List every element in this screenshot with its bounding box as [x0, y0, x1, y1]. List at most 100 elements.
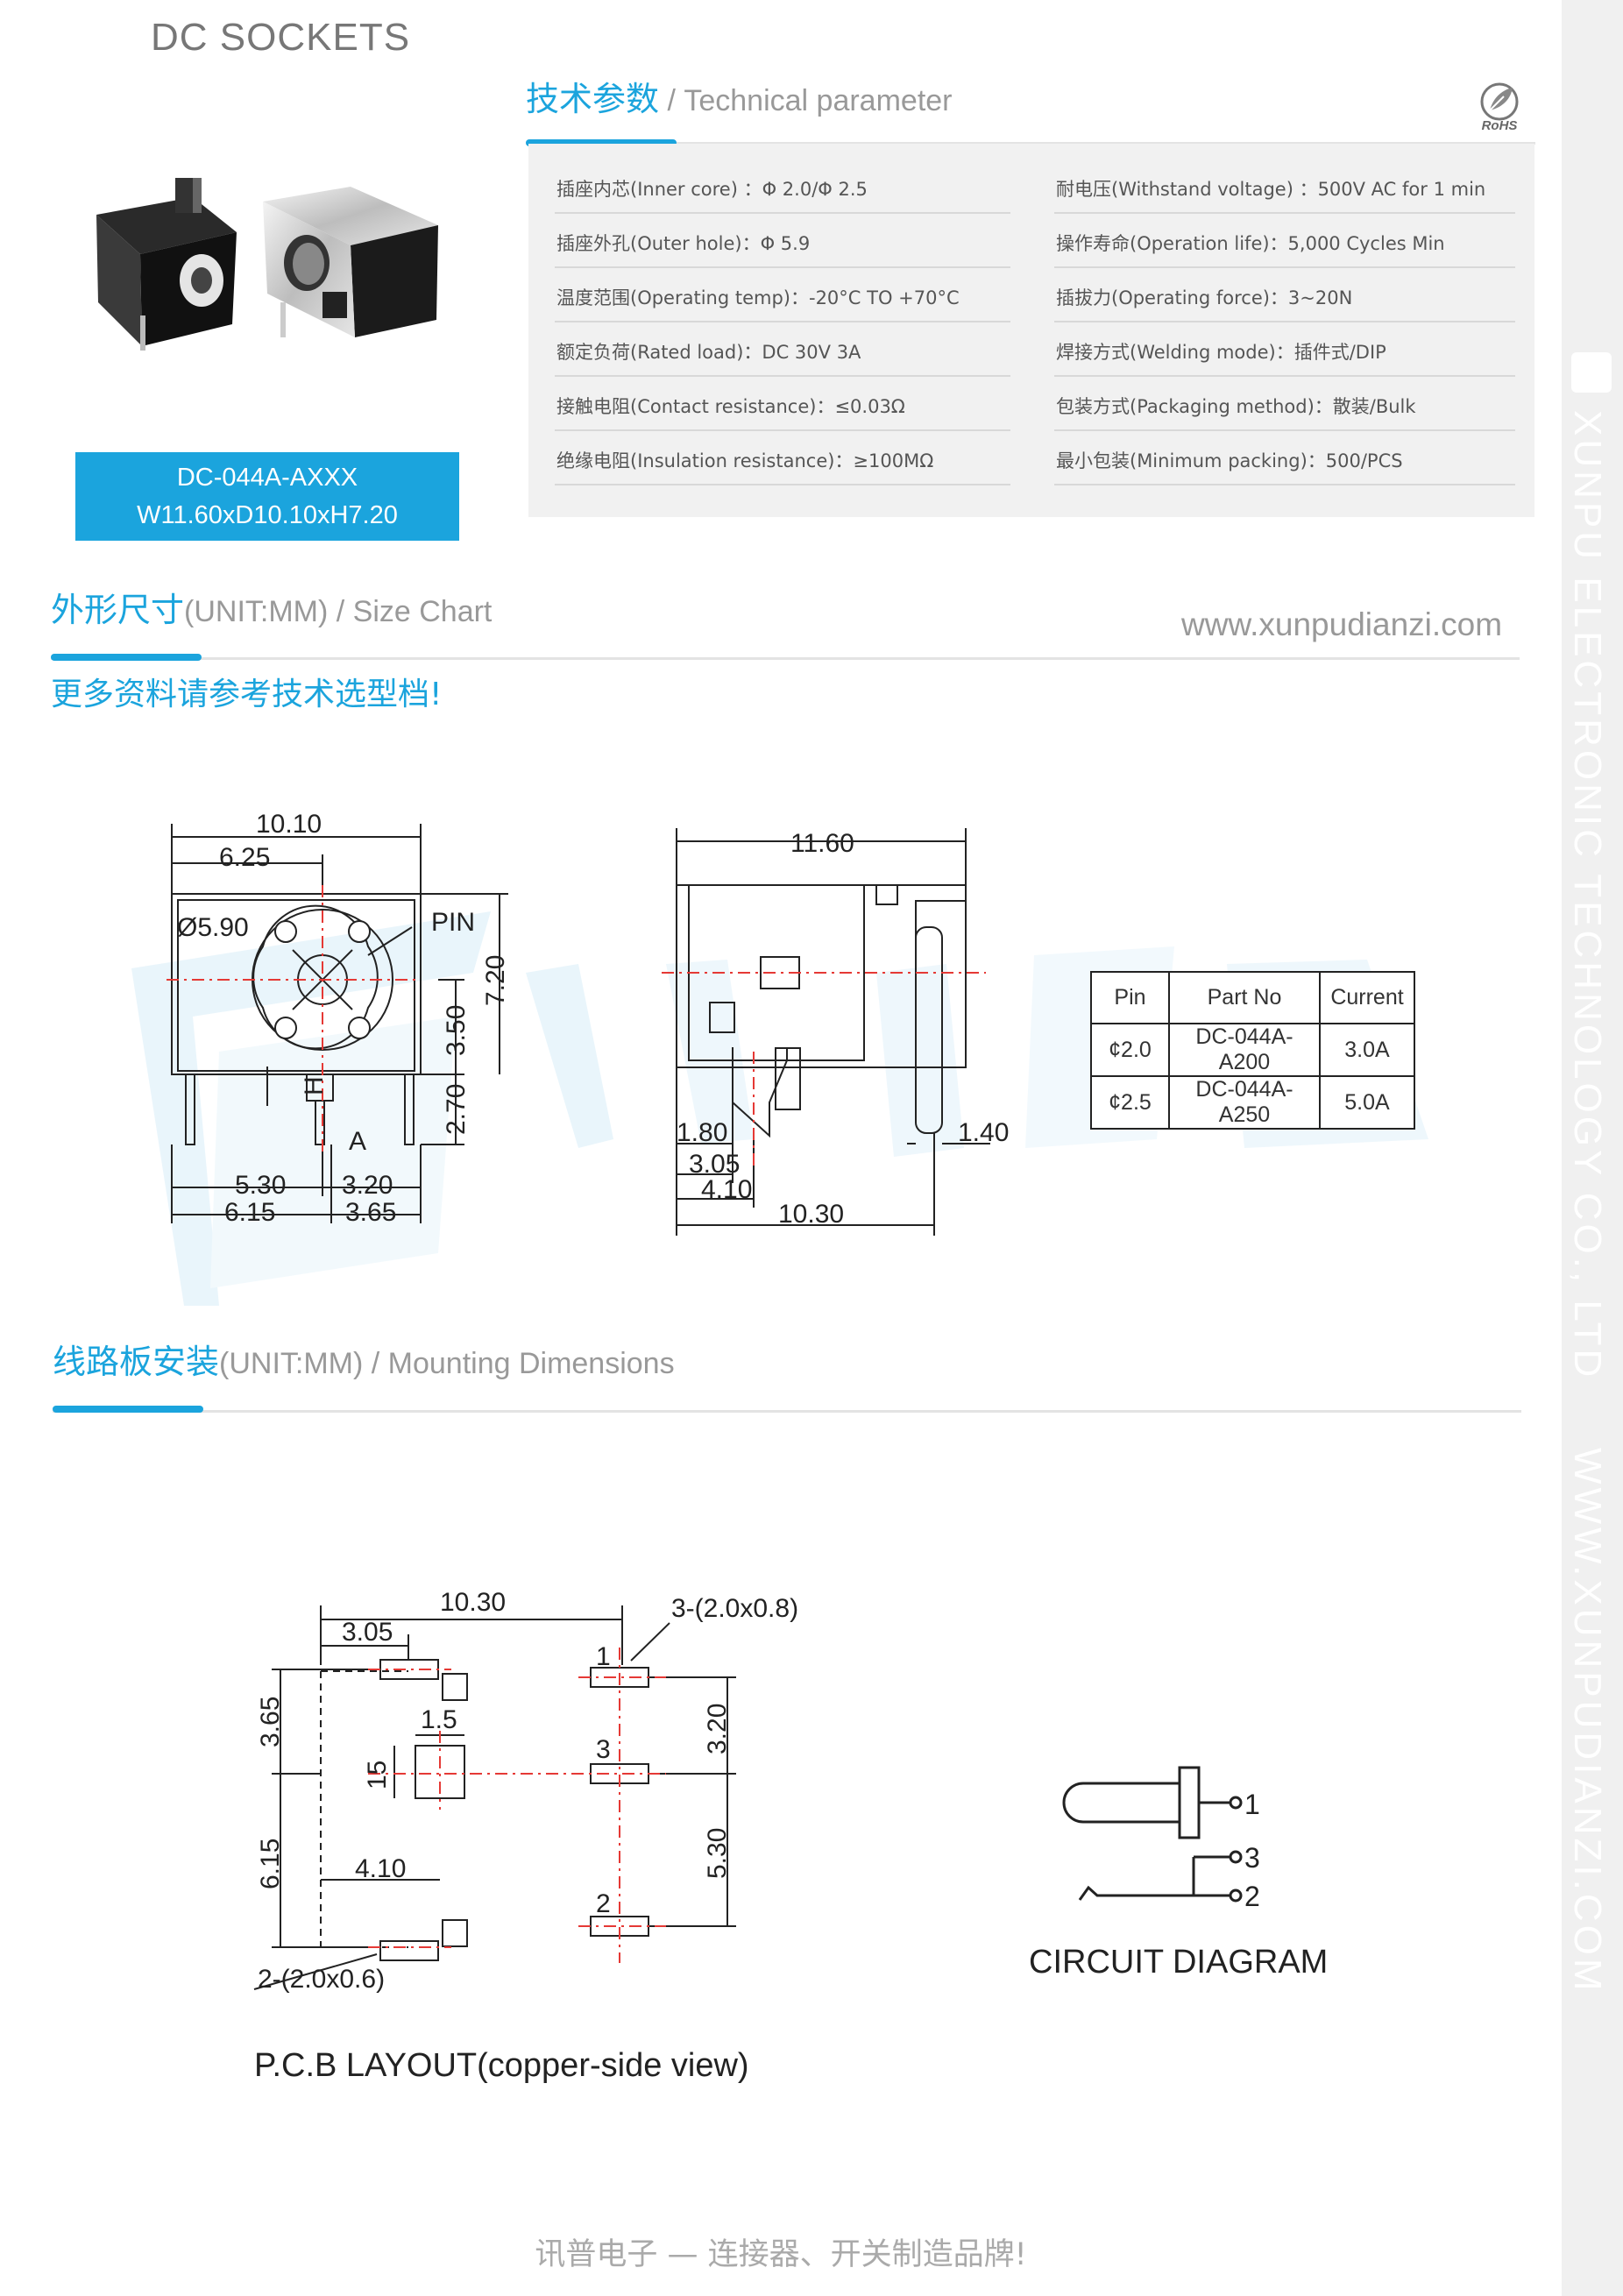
model-dimensions: W11.60xD10.10xH7.20 — [137, 501, 398, 529]
pcb-offset: 3.05 — [342, 1618, 393, 1647]
tech-divider — [526, 142, 1535, 145]
document-title: DC SOCKETS — [151, 16, 411, 59]
circuit-labels: 1 3 2 — [1244, 1789, 1260, 1912]
dim-front-b3: 6.15 — [224, 1198, 275, 1227]
dim-side-d5: 1.40 — [958, 1118, 1009, 1147]
pcb-width: 10.30 — [440, 1588, 506, 1617]
param-operating-temp: 温度范围(Operating temp)：-20°C TO +70°C — [556, 287, 960, 308]
dim-side-d2: 3.05 — [689, 1150, 740, 1179]
pcb-pads-2: 2-(2.0x0.6) — [258, 1965, 385, 1994]
model-badge: DC-044A-AXXX W11.60xD10.10xH7.20 — [75, 452, 459, 541]
dim-front-pin: PIN — [431, 908, 475, 937]
param-operation-life: 操作寿命(Operation life)：5,000 Cycles Min — [1056, 233, 1445, 254]
pcb-pin-1: 1 — [596, 1642, 611, 1671]
footer-slogan: 讯普电子 — 连接器、开关制造品牌! — [535, 2237, 1027, 2272]
dim-front-center-height: 3.50 — [442, 1005, 471, 1056]
dim-front-h-mark: H — [300, 1076, 329, 1095]
table-header-cell: Pin — [1090, 971, 1170, 1024]
parameter-panel: 插座内芯(Inner core) ：Φ 2.0/Φ 2.5 插座外孔(Outer… — [528, 144, 1534, 517]
tech-accent-bar — [526, 139, 677, 146]
dim-side-d1: 1.80 — [677, 1118, 727, 1147]
size-heading-en: (UNIT:MM) / Size Chart — [184, 595, 493, 628]
param-packaging-method: 包装方式(Packaging method)：散装/Bulk — [1056, 396, 1416, 417]
table-header-cell: Current — [1319, 971, 1415, 1024]
param-withstand-voltage: 耐电压(Withstand voltage) ：500V AC for 1 mi… — [1056, 179, 1486, 200]
table-cell: ¢2.0 — [1090, 1023, 1170, 1077]
more-info-note: 更多资料请参考技术选型档! — [51, 677, 443, 712]
mounting-heading-en: (UNIT:MM) / Mounting Dimensions — [219, 1347, 675, 1380]
mounting-accent-bar — [53, 1406, 203, 1413]
circuit-caption: CIRCUIT DIAGRAM — [1029, 1944, 1329, 1981]
pin-table: Pin Part No Current ¢2.0 DC-044A-A200 3.… — [1090, 971, 1415, 1130]
dim-front-width: 10.10 — [256, 810, 322, 839]
size-heading-cn: 外形尺寸 — [51, 591, 185, 629]
param-minimum-packing: 最小包装(Minimum packing)：500/PCS — [1056, 450, 1403, 471]
table-header-cell: Part No — [1168, 971, 1321, 1024]
param-welding-mode: 焊接方式(Welding mode)：插件式/DIP — [1056, 342, 1386, 363]
size-accent-bar — [51, 654, 202, 661]
rohs-icon: RoHS — [1480, 82, 1519, 131]
circuit-terminal-1: 1 — [1244, 1789, 1260, 1820]
size-heading: 外形尺寸(UNIT:MM) / Size Chart — [51, 583, 492, 631]
param-operating-force: 插拔力(Operating force)：3~20N — [1056, 287, 1353, 308]
product-photo — [96, 178, 438, 351]
dim-front-b4: 3.65 — [345, 1198, 396, 1227]
param-inner-core: 插座内芯(Inner core) ：Φ 2.0/Φ 2.5 — [556, 179, 868, 200]
pcb-h3: 6.15 — [256, 1839, 285, 1889]
param-rated-load: 额定负荷(Rated load)：DC 30V 3A — [556, 342, 861, 363]
mounting-heading: 线路板安装(UNIT:MM) / Mounting Dimensions — [53, 1335, 675, 1383]
pcb-h4: 5.30 — [703, 1828, 732, 1879]
website-link[interactable]: www.xunpudianzi.com — [1181, 606, 1503, 642]
company-logo-icon — [1571, 352, 1612, 393]
pcb-offset-2: 4.10 — [355, 1854, 406, 1883]
dim-front-lead: 2.70 — [442, 1084, 471, 1135]
table-cell: DC-044A-A200 — [1168, 1023, 1321, 1077]
circuit-terminal-2: 2 — [1244, 1881, 1260, 1912]
table-cell: DC-044A-A250 — [1168, 1075, 1321, 1130]
table-header-row: Pin Part No Current — [1090, 971, 1415, 1024]
pcb-h2: 3.20 — [703, 1704, 732, 1754]
dim-front-a-mark: A — [349, 1127, 366, 1156]
dim-front-height: 7.20 — [481, 955, 510, 1006]
table-cell: ¢2.5 — [1090, 1075, 1170, 1130]
dim-side-d3: 4.10 — [701, 1175, 752, 1204]
rohs-label: RoHS — [1482, 118, 1518, 131]
pcb-square: 1.5 — [421, 1705, 457, 1734]
table-cell: 5.0A — [1319, 1075, 1415, 1130]
table-row: ¢2.0 DC-044A-A200 3.0A — [1090, 1023, 1415, 1077]
dim-front-b1: 5.30 — [235, 1171, 286, 1200]
model-part: DC-044A-AXXX — [176, 464, 358, 492]
pcb-h1: 3.65 — [256, 1697, 285, 1747]
pcb-centerlines — [368, 1648, 666, 1963]
table-cell: 3.0A — [1319, 1023, 1415, 1077]
size-divider — [51, 657, 1520, 660]
dim-side-d4: 10.30 — [778, 1200, 844, 1229]
side-dimensions: 11.60 1.80 3.05 4.10 10.30 1.40 — [677, 829, 1009, 1229]
param-outer-hole: 插座外孔(Outer hole)：Φ 5.9 — [556, 233, 811, 254]
mounting-heading-cn: 线路板安装 — [53, 1343, 220, 1381]
side-view — [676, 828, 990, 1236]
front-centerlines — [167, 885, 421, 1157]
side-centerlines — [662, 972, 986, 1166]
pcb-pads-3: 3-(2.0x0.8) — [671, 1594, 798, 1623]
dim-front-diameter: Ø5.90 — [177, 913, 249, 942]
pcb-dimensions: 10.30 3.05 3-(2.0x0.8) 1 3 2 1.5 4.10 2-… — [256, 1588, 798, 1994]
param-insulation-resistance: 绝缘电阻(Insulation resistance)：≥100MΩ — [556, 450, 934, 471]
dim-side-width: 11.60 — [790, 829, 854, 858]
tech-heading-cn: 技术参数 — [526, 80, 660, 118]
pcb-layout — [253, 1605, 736, 1990]
pcb-square-height: 15 — [363, 1761, 392, 1789]
pcb-pin-3: 3 — [596, 1735, 611, 1764]
pcb-pin-2: 2 — [596, 1889, 611, 1918]
tech-heading: 技术参数 / Technical parameter — [526, 72, 953, 120]
circuit-diagram — [1062, 1766, 1243, 1903]
mounting-divider — [53, 1410, 1521, 1413]
dim-front-b2: 3.20 — [342, 1171, 393, 1200]
table-row: ¢2.5 DC-044A-A250 5.0A — [1090, 1075, 1415, 1130]
dim-front-offset: 6.25 — [219, 843, 270, 872]
tech-heading-en: / Technical parameter — [659, 84, 953, 117]
circuit-terminal-3: 3 — [1244, 1842, 1260, 1874]
pcb-caption: P.C.B LAYOUT(copper-side view) — [254, 2047, 749, 2084]
param-contact-resistance: 接触电阻(Contact resistance)：≤0.03Ω — [556, 396, 905, 417]
front-dimensions: 10.10 6.25 Ø5.90 PIN H A 5.30 3.20 6.15 … — [177, 810, 510, 1227]
